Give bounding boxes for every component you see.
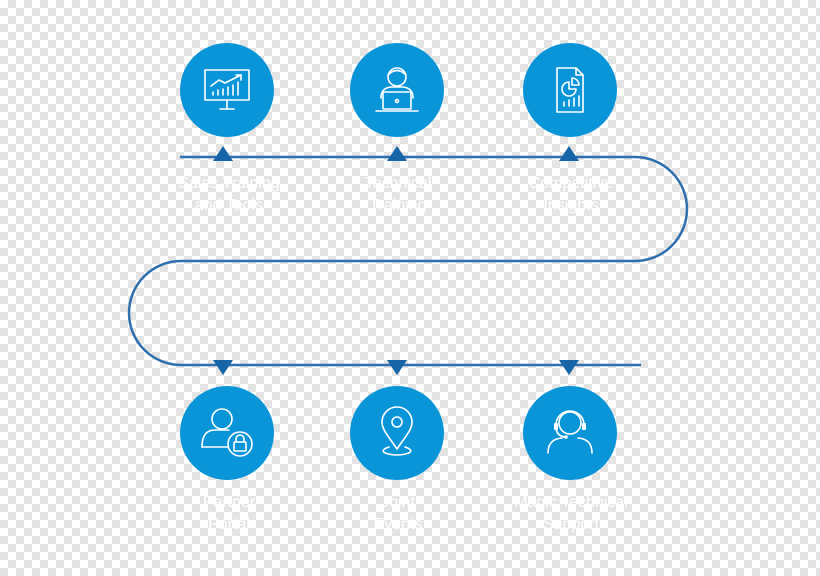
step-circle [180, 43, 274, 137]
step-competitive-insights [523, 43, 617, 137]
report-document-icon [556, 67, 584, 113]
label-line: Joint [381, 494, 415, 511]
step-circle [350, 386, 444, 480]
step-marker-down [387, 360, 407, 375]
label-line: Magic Technical [514, 494, 628, 511]
step-label-technical-training: Technical Training [308, 173, 488, 217]
step-circle [523, 43, 617, 137]
label-line: Partner [202, 494, 256, 511]
step-circle [350, 43, 444, 137]
label-line: Events [373, 516, 423, 533]
user-lock-icon [201, 408, 253, 457]
step-label-sales-training: Sales Training and Tools [139, 173, 319, 217]
label-line: Competitive [528, 175, 614, 192]
step-joint-events [350, 386, 444, 480]
step-marker-down [559, 360, 579, 375]
step-label-technical-support: Magic Technical Support [481, 492, 661, 536]
step-sales-training [180, 43, 274, 137]
step-technical-training [350, 43, 444, 137]
step-label-joint-events: Joint Events [308, 492, 488, 536]
label-line: and Tools [194, 197, 264, 214]
connector-path [127, 155, 689, 367]
step-label-partner-portal: Partner Portal [139, 492, 319, 536]
label-line: Support [542, 516, 600, 533]
label-line: Training [369, 197, 427, 214]
step-marker-up [559, 146, 579, 161]
step-partner-portal [180, 386, 274, 480]
label-line: Portal [208, 516, 250, 533]
person-laptop-icon [375, 67, 419, 112]
step-marker-down [213, 360, 233, 375]
step-circle [523, 386, 617, 480]
step-marker-up [213, 146, 233, 161]
label-line: Sales Training [178, 175, 280, 192]
step-marker-up [387, 146, 407, 161]
label-line: Technical [364, 175, 432, 192]
label-line: Insights [543, 197, 599, 214]
location-pin-icon [381, 406, 413, 456]
step-circle [180, 386, 274, 480]
step-label-competitive-insights: Competitive Insights [481, 173, 661, 217]
headset-support-icon [547, 410, 593, 454]
step-technical-support [523, 386, 617, 480]
presentation-chart-icon [204, 69, 250, 110]
